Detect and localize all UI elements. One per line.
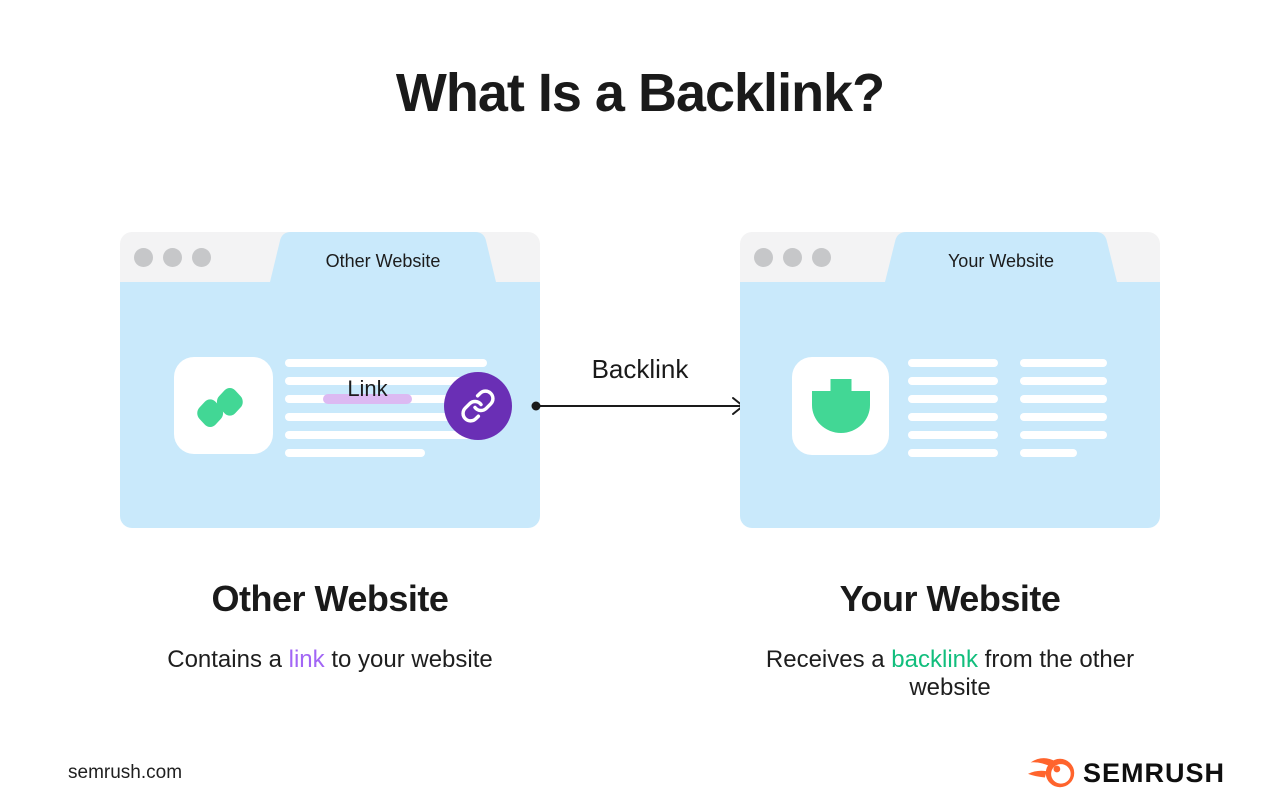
caption-text: Receives a xyxy=(765,646,892,673)
content-card xyxy=(792,357,889,455)
semrush-wordmark: SEMRUSH xyxy=(1083,757,1226,788)
text-line-placeholder xyxy=(285,359,487,367)
tab-shape xyxy=(885,232,1117,282)
window-control-dots xyxy=(134,248,211,267)
text-line-placeholder xyxy=(908,395,998,403)
link-highlight xyxy=(323,394,412,404)
caption-highlight-link: link xyxy=(288,646,325,673)
caption-highlight-backlink: backlink xyxy=(891,646,979,673)
caption-your-website: Your Website Receives a backlink from th… xyxy=(740,578,1160,702)
window-dot xyxy=(754,248,773,267)
browser-window-your: Your Website xyxy=(740,232,1160,528)
text-line-placeholder xyxy=(285,377,487,385)
caption-text: Contains a xyxy=(167,646,289,673)
window-dot xyxy=(812,248,831,267)
content-card xyxy=(174,357,273,454)
tab-shape xyxy=(270,232,496,282)
text-line-placeholder xyxy=(285,413,487,421)
caption-heading: Other Website xyxy=(211,578,449,619)
text-line-placeholder xyxy=(1020,395,1107,403)
browser-tab-your: Your Website xyxy=(885,232,1117,282)
text-line-placeholder xyxy=(908,431,998,439)
window-dot xyxy=(134,248,153,267)
link-label: Link xyxy=(347,376,388,401)
text-line-placeholder xyxy=(285,431,487,439)
caption-text: from the other website xyxy=(909,646,1135,701)
window-dot xyxy=(192,248,211,267)
content-blob-icon xyxy=(197,387,243,428)
caption-heading: Your Website xyxy=(839,578,1061,619)
text-line-placeholder xyxy=(1020,377,1107,385)
browser-window-other: Other Website Link xyxy=(120,232,540,528)
tab-label: Your Website xyxy=(947,251,1055,271)
browser-tab-other: Other Website xyxy=(270,232,496,282)
text-line-placeholder xyxy=(1020,359,1107,367)
window-dot xyxy=(163,248,182,267)
text-line-placeholder xyxy=(908,377,998,385)
site-url-label: semrush.com xyxy=(68,762,183,783)
page-title: What Is a Backlink? xyxy=(395,63,885,123)
text-line-placeholder xyxy=(1020,431,1107,439)
tab-label: Other Website xyxy=(325,251,441,271)
text-line-placeholder xyxy=(1020,449,1077,457)
text-line-placeholder xyxy=(285,449,425,457)
backlink-arrow xyxy=(531,397,744,415)
text-line-placeholder xyxy=(908,449,998,457)
text-line-placeholder xyxy=(1020,413,1107,421)
semrush-logo: SEMRUSH xyxy=(1028,755,1225,791)
chain-link-icon xyxy=(461,389,495,423)
shield-icon xyxy=(812,379,870,433)
link-button[interactable] xyxy=(444,372,512,440)
caption-other-website: Other Website Contains a link to your we… xyxy=(120,578,540,674)
caption-subtitle: Contains a link to your website xyxy=(120,646,540,674)
semrush-flame-icon xyxy=(1028,758,1075,788)
text-line-placeholder xyxy=(908,413,998,421)
window-control-dots xyxy=(754,248,831,267)
window-dot xyxy=(783,248,802,267)
caption-subtitle: Receives a backlink from the other websi… xyxy=(740,646,1160,702)
backlink-arrow-label: Backlink xyxy=(591,354,689,384)
caption-text: to your website xyxy=(324,646,493,673)
text-line-placeholder xyxy=(908,359,998,367)
